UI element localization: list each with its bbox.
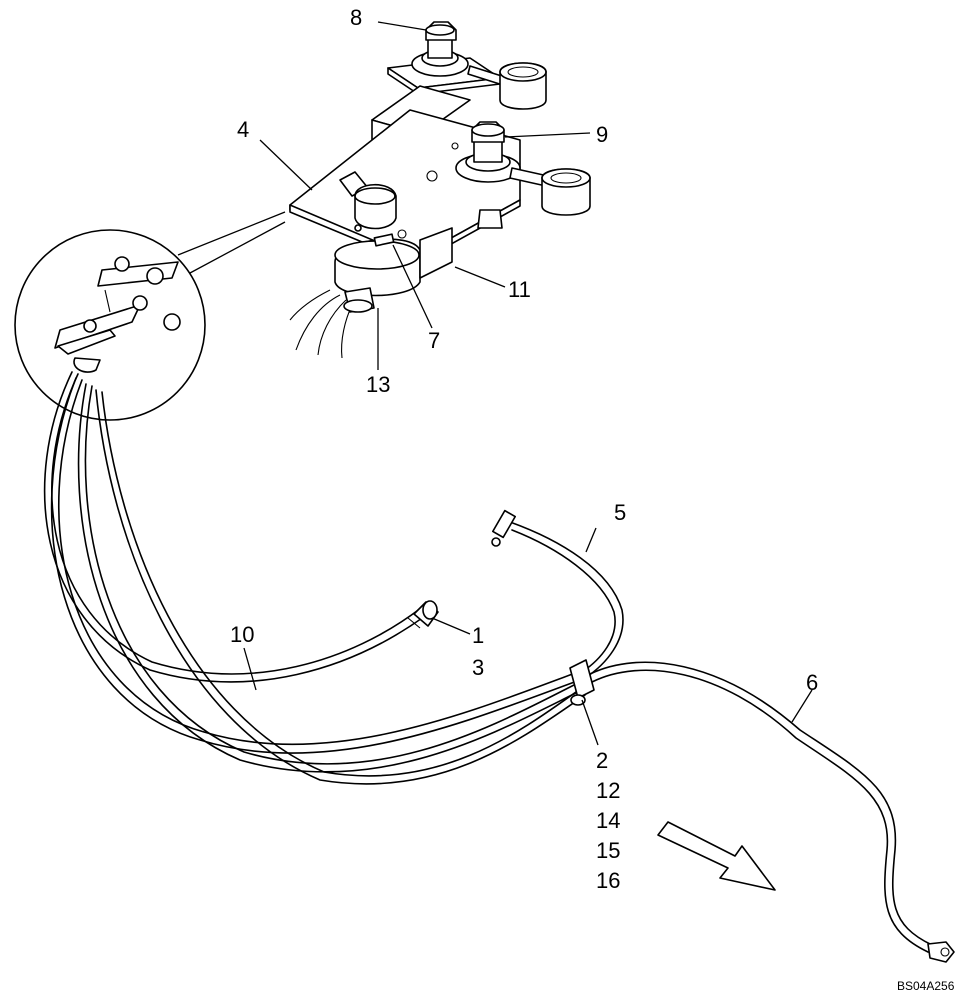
cable-6 bbox=[589, 661, 955, 963]
callout-3: 3 bbox=[472, 655, 484, 680]
callout-10: 10 bbox=[230, 622, 254, 647]
cable-fitting bbox=[407, 600, 439, 629]
cable-bundle bbox=[43, 371, 586, 785]
drawing-code: BS04A256 bbox=[897, 979, 955, 993]
callout-15: 15 bbox=[596, 838, 620, 863]
callout-6: 6 bbox=[806, 670, 818, 695]
ring-terminal bbox=[492, 509, 516, 539]
direction-arrow bbox=[657, 821, 776, 891]
detail-view bbox=[14, 211, 286, 421]
callout-4: 4 bbox=[237, 117, 249, 142]
callout-13: 13 bbox=[366, 372, 390, 397]
callout-7: 7 bbox=[428, 328, 440, 353]
callout-11: 11 bbox=[508, 277, 531, 302]
callout-2: 2 bbox=[596, 748, 608, 773]
callout-12: 12 bbox=[596, 778, 620, 803]
callout-8: 8 bbox=[350, 5, 362, 30]
callout-9: 9 bbox=[596, 122, 608, 147]
callout-5: 5 bbox=[614, 500, 626, 525]
callout-14: 14 bbox=[596, 808, 620, 833]
leader-lines bbox=[243, 21, 813, 746]
callout-1: 1 bbox=[472, 623, 484, 648]
cable-clamp bbox=[569, 659, 595, 706]
cable-5 bbox=[491, 509, 624, 679]
callout-16: 16 bbox=[596, 868, 620, 893]
battery-switch-assembly bbox=[289, 21, 591, 359]
